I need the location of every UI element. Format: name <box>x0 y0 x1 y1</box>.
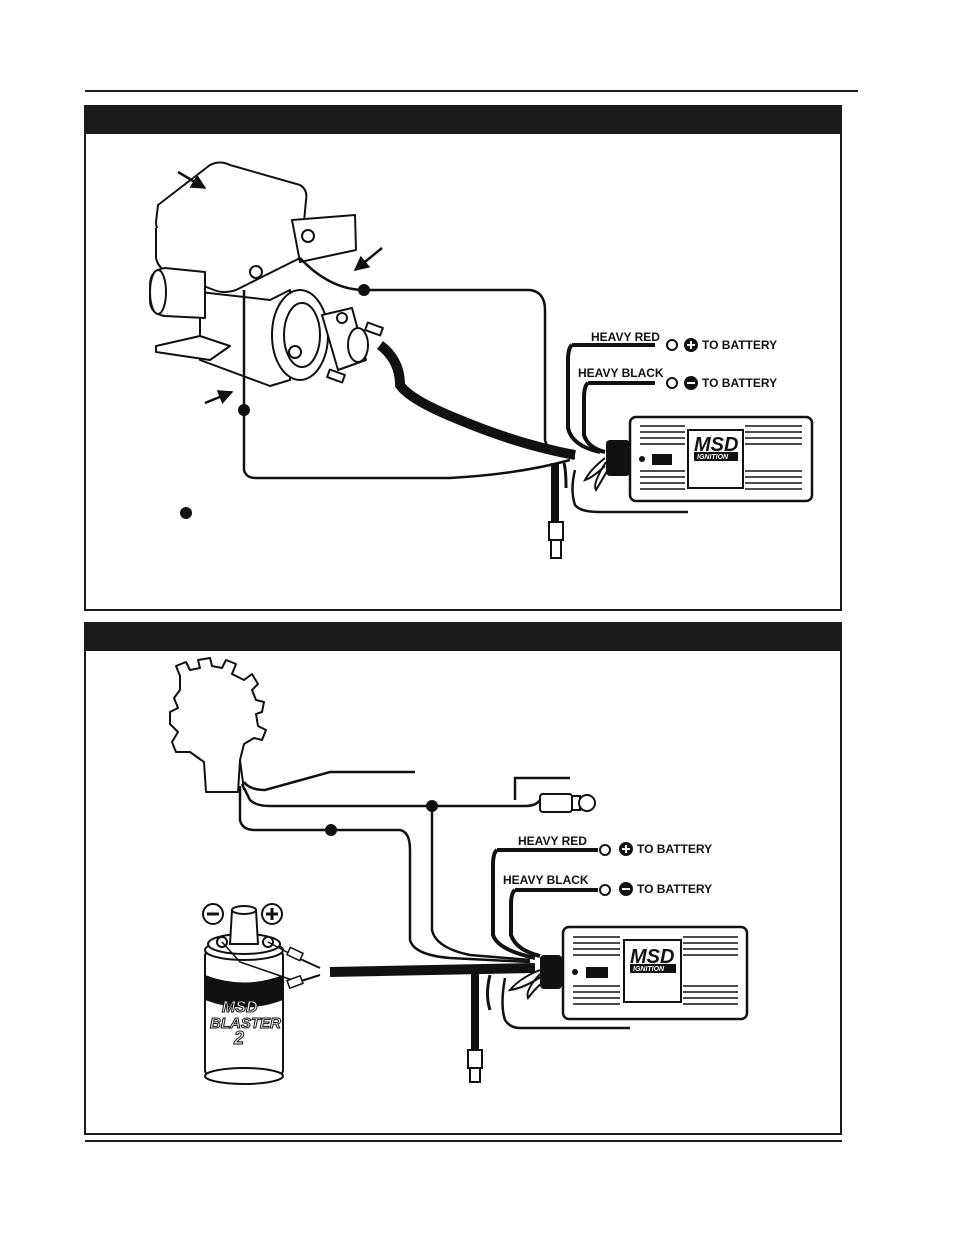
coil-model-label: BLASTER <box>210 1015 281 1032</box>
label-heavy-red-bottom: HEAVY RED <box>518 834 587 848</box>
legend-dot-icon <box>180 507 192 519</box>
splice-dot-icon <box>426 800 438 812</box>
splice-dot-icon <box>325 824 337 836</box>
grommet-bottom <box>540 955 562 989</box>
battery-terminals-top <box>667 338 698 390</box>
ring-terminal-icon <box>667 340 677 350</box>
coil-number-label: 2 <box>233 1028 244 1048</box>
pointer-arrow-housing <box>205 392 232 403</box>
ring-terminal-icon <box>600 885 610 895</box>
plus-circle-icon <box>262 904 282 924</box>
label-heavy-black-bottom: HEAVY BLACK <box>503 873 589 887</box>
ignition-key-icon <box>540 794 595 812</box>
blaster-2-coil: MSD BLASTER 2 <box>205 906 303 1084</box>
battery-terminals-bottom <box>600 842 633 896</box>
connector-plug-icon <box>468 1050 482 1082</box>
ring-terminal-icon <box>667 378 677 388</box>
ignition-logo-top: IGNITION <box>697 454 729 461</box>
label-to-battery-neg-bottom: TO BATTERY <box>637 882 712 896</box>
msd-ignition-box-top: MSD IGNITION <box>630 417 812 501</box>
ignition-logo-bottom: IGNITION <box>633 966 665 973</box>
minus-circle-icon <box>619 882 633 896</box>
connector-plug-icon <box>549 522 563 558</box>
splice-dot-icon <box>358 284 370 296</box>
label-to-battery-pos-bottom: TO BATTERY <box>637 842 712 856</box>
coil-brand-label: MSD <box>222 999 258 1016</box>
grommet-top <box>606 440 630 476</box>
ring-terminal-icon <box>600 845 610 855</box>
plus-circle-icon <box>684 338 698 352</box>
label-heavy-black-top: HEAVY BLACK <box>578 366 664 380</box>
msd-ignition-box-bottom: MSD IGNITION <box>563 927 747 1019</box>
plus-circle-icon <box>619 842 633 856</box>
minus-circle-icon <box>203 904 223 924</box>
minus-circle-icon <box>684 376 698 390</box>
label-to-battery-pos-top: TO BATTERY <box>702 338 777 352</box>
label-heavy-red-top: HEAVY RED <box>591 330 660 344</box>
splice-dot-icon <box>238 404 250 416</box>
pointer-arrow-module <box>355 248 382 270</box>
distributor-housing <box>170 658 266 792</box>
label-to-battery-neg-top: TO BATTERY <box>702 376 777 390</box>
distributor-assembly <box>150 163 383 387</box>
